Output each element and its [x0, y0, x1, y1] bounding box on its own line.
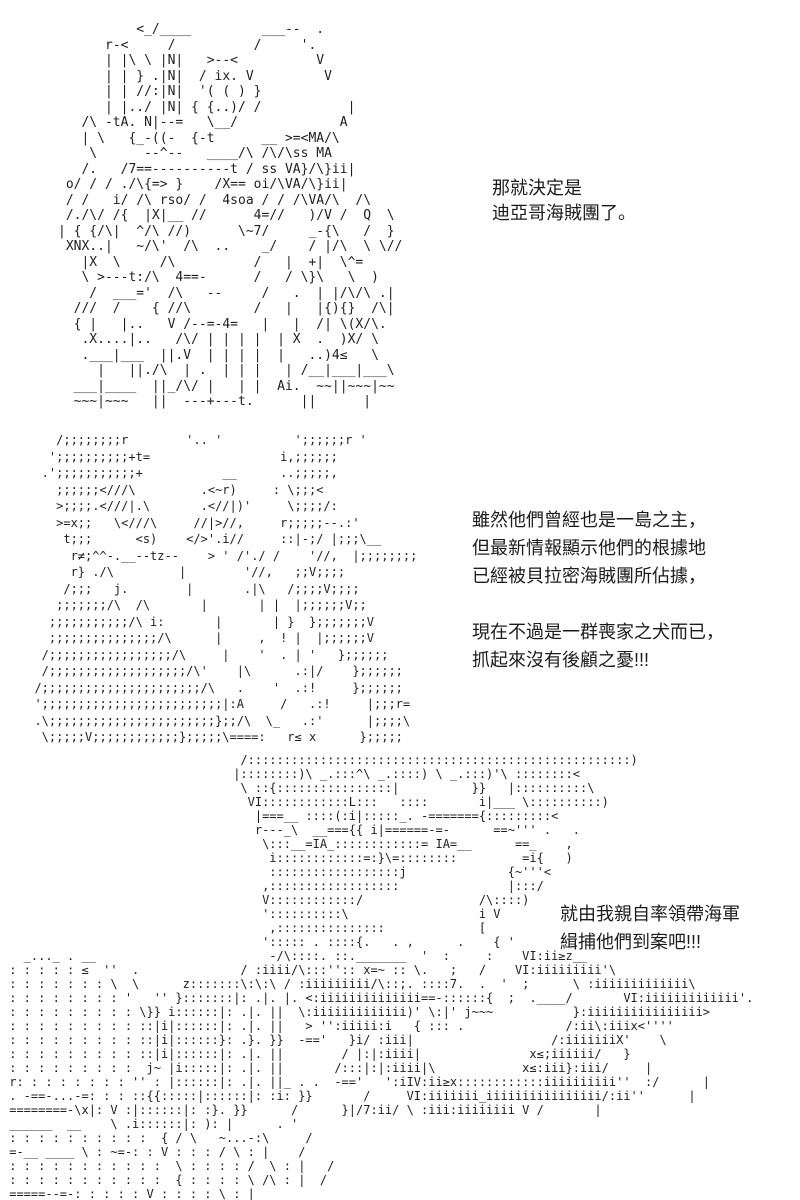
speech-text-marine: 就由我親自率領帶海軍 緝捕他們到案吧!!! [560, 904, 740, 952]
ascii-art-panel-top: <_/____ ___-- . r-< / / '. | |\ \ |N| >-… [58, 22, 403, 409]
speech-text-decision: 那就決定是 迪亞哥海賊團了。 [492, 178, 636, 223]
speech-text-intel: 雖然他們曾經也是一島之主， 但最新情報顯示他們的根據地 已經被貝拉密海賊團所佔據… [472, 510, 724, 670]
ascii-art-panel-bottom: /:::::::::::::::::::::::::::::::::::::::… [9, 753, 754, 1200]
ascii-art-panel-middle: /;;;;;;;;r '.. ' ';;;;;;r ' ';;;;;;;;;;+… [34, 433, 418, 744]
